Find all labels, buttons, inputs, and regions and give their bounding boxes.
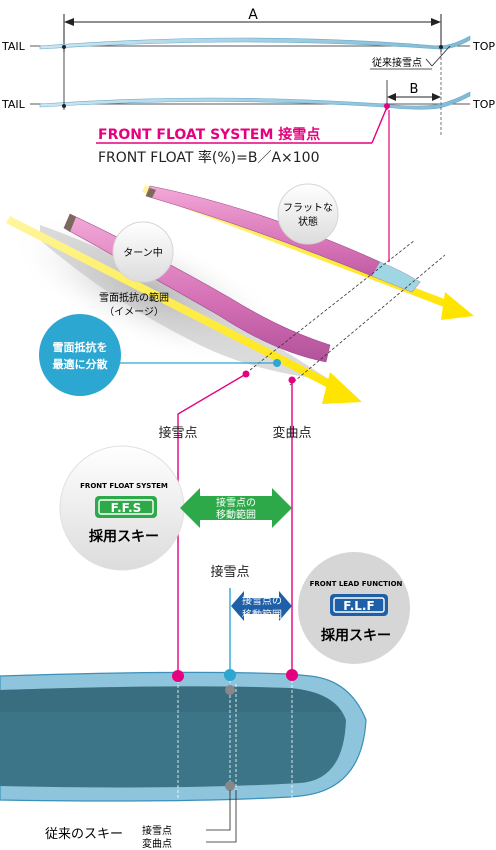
flf-logo-text: F.L.F [343,599,374,613]
ffs-range-arrow [180,488,292,528]
flex-point-label: 変曲点 [272,425,311,441]
heading-formula: FRONT FLOAT 率(%)=B／A×100 [98,149,319,166]
contact-point-label: 接雪点 [158,425,197,441]
ffs-system-name: FRONT FLOAT SYSTEM [80,482,168,490]
flf-caption: 採用スキー [321,627,391,644]
bottom-legend: 従来のスキー 接雪点 変曲点 [45,790,237,850]
ffs-block: FRONT FLOAT SYSTEM F.F.S 採用スキー 接雪点の 移動範囲 [59,445,292,571]
ffs-caption: 採用スキー [89,528,159,545]
flf-arrow-line2: 移動範囲 [242,608,282,621]
guide-lines: 接雪点 変曲点 接雪点 [158,373,312,675]
ffs-logo-text: F.F.S [111,501,142,515]
flf-range-arrow [231,591,292,621]
dim-b-label: B [410,82,419,97]
flf-block: FRONT LEAD FUNCTION F.L.F 採用スキー 接雪点の 移動範… [231,552,410,664]
dim-a-label: A [248,7,258,23]
badge-line2: 最適に分散 [53,357,109,371]
ffs-arrow-line1: 接雪点の [216,496,256,509]
flat-bubble-line1: フラットな [283,202,333,214]
ffs-logo [95,496,157,518]
heading: FRONT FLOAT SYSTEM 接雪点 FRONT FLOAT 率(%)=… [96,106,388,166]
ski-profile-upper: TAIL TOP 従来接雪点 [1,35,495,70]
badge-line1: 雪面抵抗を [53,340,108,354]
top-label-2: TOP [472,98,495,111]
turn-bubble-label: ターン中 [123,246,163,259]
heading-title: FRONT FLOAT SYSTEM 接雪点 [98,126,320,143]
optimal-dispersion-badge [39,314,121,396]
ski-bottom-view [0,669,367,802]
bottom-contact-label: 接雪点 [142,824,172,837]
ski-illustration: フラットな 状態 ターン中 雪面抵抗の範囲 （イメージ） 雪面抵抗を 最適に分散 [6,110,474,404]
turn-bubble [112,221,174,283]
bottom-flex-label: 変曲点 [142,837,172,850]
resistance-caption-line1: 雪面抵抗の範囲 [99,291,169,304]
flat-bubble-line2: 状態 [298,215,318,228]
flf-logo [330,594,388,616]
flat-state-bubble [277,183,339,245]
ski-profile-lower: B TAIL TOP [1,52,495,135]
flf-system-name: FRONT LEAD FUNCTION [310,580,403,588]
top-label-1: TOP [472,40,495,53]
tail-label-2: TAIL [1,98,26,111]
conventional-contact-label: 従来接雪点 [372,56,422,69]
conventional-ski-label: 従来のスキー [45,827,123,842]
tail-label-1: TAIL [1,40,26,53]
contact-point-label-2: 接雪点 [210,564,249,580]
ffs-arrow-line2: 移動範囲 [216,508,256,521]
resistance-caption-line2: （イメージ） [104,306,164,318]
flf-arrow-line1: 接雪点の [242,594,282,607]
